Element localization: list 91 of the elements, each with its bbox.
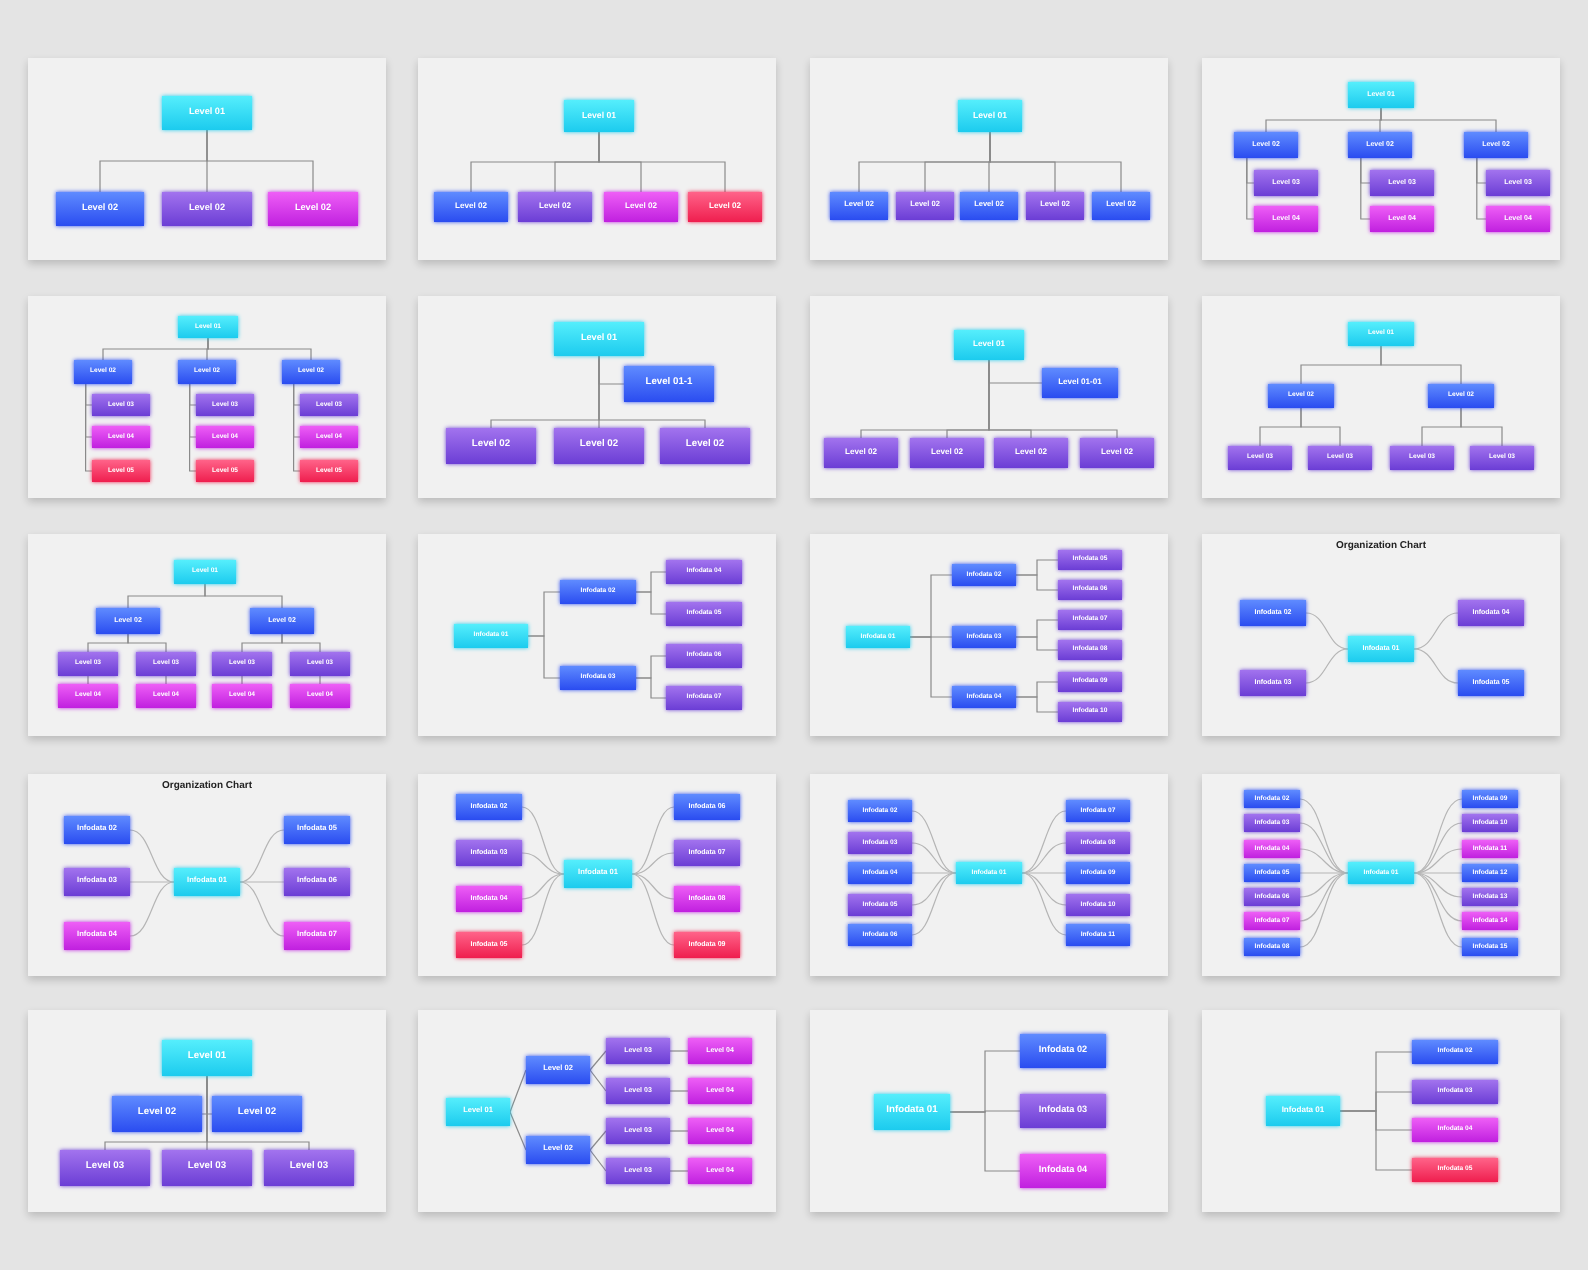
slide-panel xyxy=(1202,534,1560,736)
connector-line xyxy=(1305,612,1349,650)
connector-line xyxy=(1460,407,1503,447)
connector-line xyxy=(206,129,314,193)
connector-line xyxy=(1015,696,1059,713)
connector-line xyxy=(669,1170,689,1172)
connector-line xyxy=(589,1050,607,1071)
connector-line xyxy=(239,829,285,883)
connector-line xyxy=(909,636,953,698)
slide-panel xyxy=(810,774,1168,976)
connector-line xyxy=(521,873,565,900)
connector-line xyxy=(1476,157,1487,220)
connector-line xyxy=(1413,612,1459,650)
connector-line xyxy=(1413,798,1463,874)
connector-line xyxy=(911,872,957,936)
connector-line xyxy=(521,852,565,875)
connector-line xyxy=(1015,574,1059,591)
connector-line xyxy=(527,635,561,679)
connector-line xyxy=(204,583,283,609)
connector-line xyxy=(239,881,285,937)
slide-panel xyxy=(418,534,776,736)
connector-line xyxy=(1413,648,1459,684)
connector-line xyxy=(241,675,243,685)
connector-line xyxy=(1299,798,1349,874)
slide-panel xyxy=(1202,58,1560,260)
slide-panel xyxy=(28,58,386,260)
connector-line xyxy=(669,1050,689,1052)
connector-line xyxy=(1413,872,1463,898)
connector-line xyxy=(207,337,312,361)
connector-line xyxy=(521,806,565,875)
connector-line xyxy=(293,383,301,472)
connector-line xyxy=(319,675,321,685)
connector-line xyxy=(589,1069,607,1092)
connector-line xyxy=(911,872,957,906)
connector-line xyxy=(1246,157,1255,220)
connector-line xyxy=(989,131,1122,193)
connector-line xyxy=(1021,810,1067,874)
slide-panel xyxy=(418,774,776,976)
connector-line xyxy=(669,1090,689,1092)
slide-panel xyxy=(28,534,386,736)
slide-panel xyxy=(810,296,1168,498)
slide-panel xyxy=(1202,1010,1560,1212)
connector-line xyxy=(1299,872,1349,898)
connector-line xyxy=(589,1149,607,1172)
connector-line xyxy=(1021,872,1067,936)
connector-line xyxy=(129,881,175,937)
connector-line xyxy=(127,633,167,653)
connector-line xyxy=(1413,822,1463,874)
connector-line xyxy=(669,1130,689,1132)
slide-panel xyxy=(1202,296,1560,498)
connector-line xyxy=(509,1111,527,1151)
connector-line xyxy=(1380,107,1497,133)
connector-line xyxy=(911,810,957,874)
slide-panel xyxy=(810,1010,1168,1212)
slide-panel xyxy=(418,296,776,498)
slide-panel xyxy=(418,1010,776,1212)
connector-line xyxy=(129,829,175,883)
slide-panel xyxy=(810,534,1168,736)
connector-line xyxy=(1360,157,1371,220)
slide-panel xyxy=(28,296,386,498)
connector-line xyxy=(521,873,565,946)
slide-panel xyxy=(810,58,1168,260)
connector-line xyxy=(631,852,675,875)
slide-panel xyxy=(418,58,776,260)
slide-panel xyxy=(28,1010,386,1212)
slide-panel xyxy=(28,774,386,976)
connector-line xyxy=(988,359,1118,439)
connector-line xyxy=(589,1130,607,1151)
connector-line xyxy=(1413,872,1463,948)
connector-line xyxy=(949,1111,1021,1172)
connector-line xyxy=(1021,872,1067,906)
connector-line xyxy=(635,677,667,699)
connector-line xyxy=(1299,872,1349,948)
connector-line xyxy=(85,383,93,472)
connector-line xyxy=(281,633,321,653)
connector-line xyxy=(165,675,167,685)
connector-line xyxy=(1380,345,1462,385)
connector-line xyxy=(1305,648,1349,684)
connector-line xyxy=(1339,1110,1413,1171)
connector-line xyxy=(631,806,675,875)
connector-line xyxy=(635,591,667,615)
slide-panel xyxy=(1202,774,1560,976)
connector-line xyxy=(1015,636,1059,651)
connector-line xyxy=(509,1069,527,1113)
connector-line xyxy=(631,873,675,900)
connector-line xyxy=(598,131,726,193)
connector-line xyxy=(189,383,197,472)
connector-line xyxy=(1300,407,1341,447)
connector-line xyxy=(631,873,675,946)
connector-line xyxy=(1299,822,1349,874)
connector-line xyxy=(87,675,89,685)
